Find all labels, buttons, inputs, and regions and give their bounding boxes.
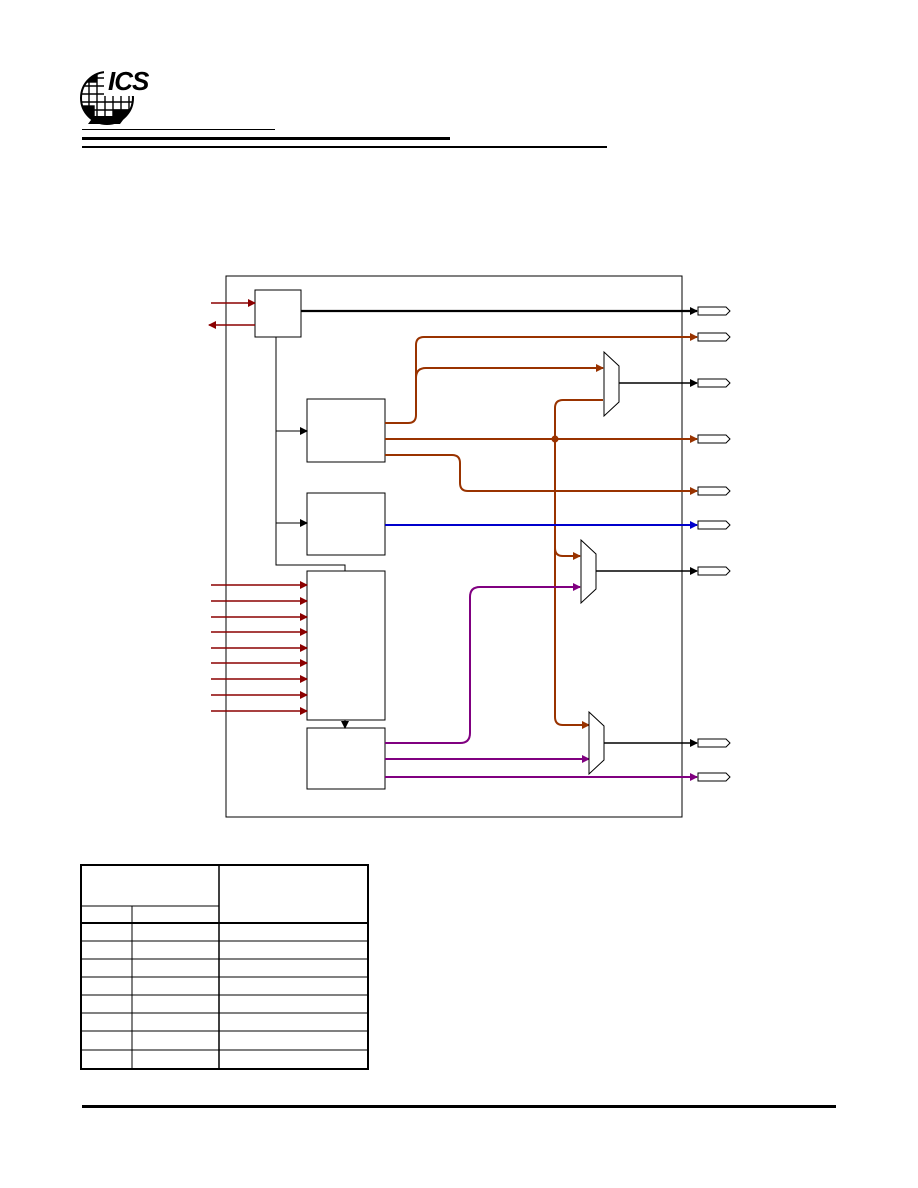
output-pin-6	[697, 520, 731, 530]
distribution-line	[275, 337, 346, 571]
output-pin-5	[697, 486, 731, 496]
logo-text: ICS	[108, 66, 149, 96]
diagram-frame	[225, 275, 683, 818]
footer-rule	[82, 1105, 836, 1108]
table-border	[80, 864, 369, 1070]
mux-3	[588, 710, 605, 776]
output-pin-9	[697, 772, 731, 782]
mux-1	[603, 350, 620, 418]
output-pin-8	[697, 738, 731, 748]
brown-bus-1	[385, 333, 698, 424]
selection-table	[80, 864, 369, 1070]
header-rule-thin	[82, 129, 275, 130]
block-top	[254, 289, 302, 338]
header-rule-medium	[82, 137, 450, 140]
mux-2	[580, 538, 597, 605]
brown-bus-2	[415, 364, 604, 379]
output-pin-3	[697, 378, 731, 388]
purple-bus-1	[385, 583, 581, 744]
block-b	[306, 492, 386, 556]
block-c	[306, 570, 386, 721]
block-a	[306, 398, 386, 463]
block-d	[306, 727, 386, 790]
output-pin-7	[697, 566, 731, 576]
ics-globe-logo-icon	[80, 66, 140, 125]
output-pin-4	[697, 434, 731, 444]
brown-bus-4	[385, 454, 698, 495]
brown-bus-tap	[554, 547, 581, 560]
output-pin-2	[697, 332, 731, 342]
output-pin-1	[697, 306, 731, 316]
header-rule-long	[82, 146, 607, 148]
brown-bus-vertical	[554, 399, 603, 729]
